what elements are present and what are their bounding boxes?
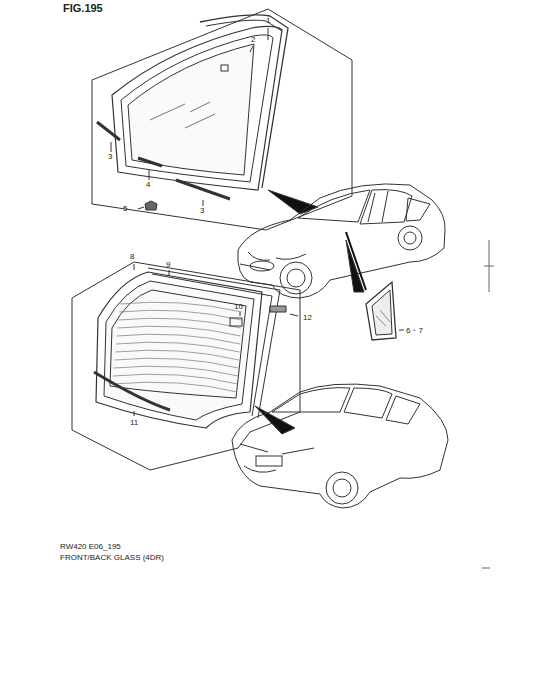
callout-number: 8 (130, 252, 134, 261)
callout-number: 6・7 (406, 326, 423, 335)
callout-number: 2 (251, 35, 255, 44)
callout-number: 10 (234, 302, 243, 311)
callout-number: 11 (130, 418, 138, 427)
drawing-code: RW420 E06_195 (60, 542, 121, 551)
drawing-caption: FRONT/BACK GLASS (4DR) (60, 553, 164, 562)
callout-number: 5 (123, 204, 127, 213)
callout-number: 3 (200, 206, 204, 215)
callout-number: 1 (266, 16, 270, 25)
callout-number: 3 (108, 152, 112, 161)
defroster-line (112, 382, 237, 392)
callout-number: 4 (146, 180, 150, 189)
callout-number: 9 (166, 260, 170, 269)
figure-number: FIG.195 (63, 2, 103, 14)
callout-number: 12 (303, 313, 312, 322)
